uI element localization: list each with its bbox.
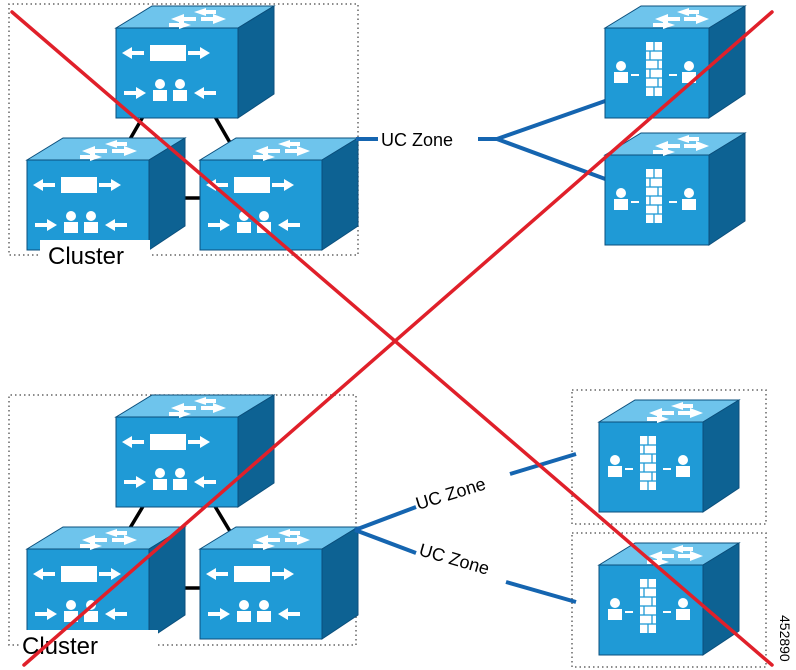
top-cluster-router-2: [26, 137, 186, 251]
bottom-zone-links: [354, 452, 577, 604]
bottom-expressway-e-2: [598, 542, 740, 656]
top-expressway-e-2: [604, 132, 746, 246]
bottom-expressway-e-2-boundary: [571, 532, 767, 668]
invalid-cross-mark: [10, 10, 774, 667]
bottom-scenario: Cluster UC Zone UC Zone: [8, 389, 767, 668]
bottom-expressway-e-1: [598, 399, 740, 513]
top-cluster-boundary: [8, 3, 359, 256]
figure-id: 452890: [777, 615, 793, 662]
top-uc-zone-label: UC Zone: [381, 130, 453, 150]
top-expressway-e-1: [604, 5, 746, 119]
bottom-uc-zone-label-1: UC Zone: [413, 474, 488, 514]
bottom-expressway-e-1-boundary: [571, 389, 767, 525]
bottom-cluster-router-1: [115, 394, 275, 508]
top-scenario: Cluster UC Zone: [8, 3, 746, 270]
top-cluster-label: Cluster: [48, 243, 124, 270]
bottom-cluster-router-3: [199, 526, 359, 640]
top-cluster-router-1: [115, 5, 275, 119]
bottom-uc-zone-label-2: UC Zone: [417, 540, 492, 579]
